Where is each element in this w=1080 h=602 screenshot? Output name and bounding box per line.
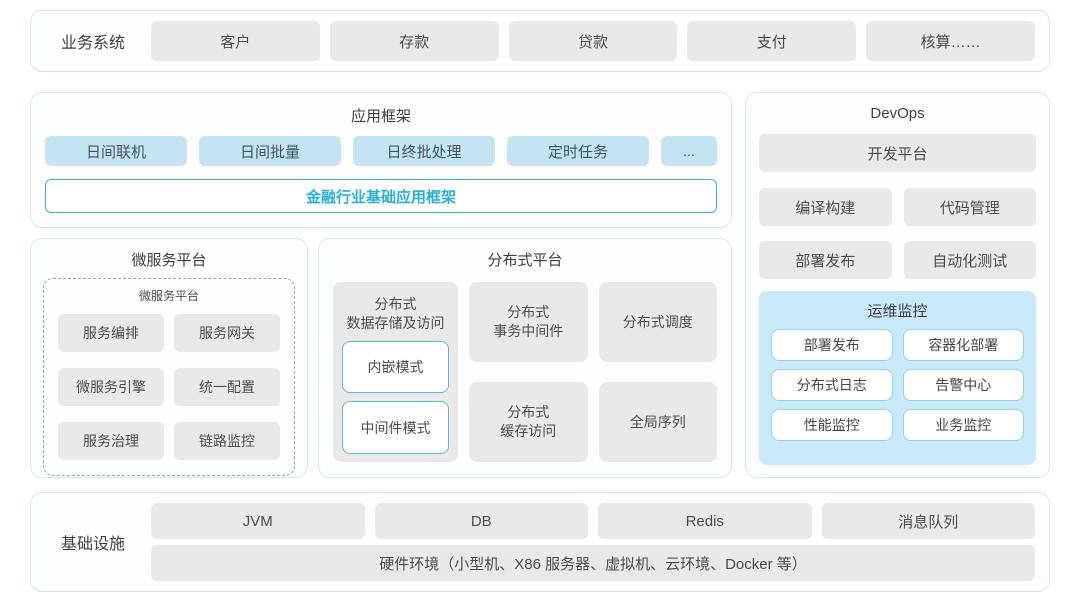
infrastructure-row: JVM DB Redis 消息队列 xyxy=(151,503,1035,539)
middle-region: 应用框架 日间联机 日间批量 日终批处理 定时任务 ... 金融行业基础应用框架… xyxy=(30,92,1050,478)
storage-mode-middleware: 中间件模式 xyxy=(342,401,449,454)
distributed-panel: 分布式平台 分布式 数据存储及访问 内嵌模式 中间件模式 分布式 事务中间件 分… xyxy=(318,238,732,478)
app-item-daytime-batch: 日间批量 xyxy=(199,136,341,166)
app-framework-title: 应用框架 xyxy=(350,108,411,125)
infra-redis: Redis xyxy=(598,503,812,539)
devops-auto-test: 自动化测试 xyxy=(903,241,1036,279)
distributed-scheduling: 分布式调度 xyxy=(598,282,717,362)
business-item-deposit: 存款 xyxy=(329,21,499,61)
middle-left-column: 应用框架 日间联机 日间批量 日终批处理 定时任务 ... 金融行业基础应用框架… xyxy=(30,92,732,478)
infrastructure-band: 基础设施 JVM DB Redis 消息队列 硬件环境（小型机、X86 服务器、… xyxy=(30,492,1050,592)
business-item-customer: 客户 xyxy=(151,21,320,61)
microservice-inner-title: 微服务平台 xyxy=(138,289,199,303)
monitor-distributed-log: 分布式日志 xyxy=(771,369,893,401)
platforms-row: 微服务平台 微服务平台 服务编排 服务网关 微服务引擎 统一配置 服务治理 链路… xyxy=(30,238,732,478)
distributed-col-2: 分布式 事务中间件 分布式 缓存访问 xyxy=(469,282,588,462)
monitor-deploy-release: 部署发布 xyxy=(771,329,893,361)
infrastructure-content: JVM DB Redis 消息队列 硬件环境（小型机、X86 服务器、虚拟机、云… xyxy=(151,503,1035,581)
distributed-transaction-middleware: 分布式 事务中间件 xyxy=(469,282,588,362)
finance-base-framework: 金融行业基础应用框架 xyxy=(45,179,717,213)
app-item-scheduled-task: 定时任务 xyxy=(507,136,649,166)
business-item-loan: 贷款 xyxy=(508,21,678,61)
app-framework-items: 日间联机 日间批量 日终批处理 定时任务 ... xyxy=(45,136,717,166)
micro-item-gateway: 服务网关 xyxy=(174,314,280,352)
devops-dev-platform: 开发平台 xyxy=(759,134,1036,172)
microservice-inner-box: 微服务平台 服务编排 服务网关 微服务引擎 统一配置 服务治理 链路监控 xyxy=(43,278,295,476)
devops-build: 编译构建 xyxy=(759,188,892,226)
infra-message-queue: 消息队列 xyxy=(821,503,1035,539)
app-item-eod-batch: 日终批处理 xyxy=(353,136,495,166)
distributed-title: 分布式平台 xyxy=(487,252,563,269)
monitor-business: 业务监控 xyxy=(902,409,1024,441)
infra-db: DB xyxy=(374,503,588,539)
micro-item-config: 统一配置 xyxy=(174,368,280,406)
devops-title: DevOps xyxy=(870,105,925,122)
microservice-panel: 微服务平台 微服务平台 服务编排 服务网关 微服务引擎 统一配置 服务治理 链路… xyxy=(30,238,308,478)
infrastructure-label: 基础设施 xyxy=(60,536,125,553)
distributed-col-3: 分布式调度 全局序列 xyxy=(598,282,717,462)
business-item-accounting: 核算…… xyxy=(866,21,1035,61)
distributed-cache-access: 分布式 缓存访问 xyxy=(469,382,588,462)
distributed-storage-label: 分布式 数据存储及访问 xyxy=(346,296,445,331)
monitor-alert-center: 告警中心 xyxy=(902,369,1024,401)
ops-monitoring-title: 运维监控 xyxy=(867,303,928,320)
micro-item-orchestration: 服务编排 xyxy=(58,314,164,352)
business-systems-band: 业务系统 客户 存款 贷款 支付 核算…… xyxy=(30,10,1050,72)
ops-monitoring-grid: 部署发布 容器化部署 分布式日志 告警中心 性能监控 业务监控 xyxy=(771,329,1024,441)
devops-code-mgmt: 代码管理 xyxy=(903,188,1036,226)
storage-mode-embedded: 内嵌模式 xyxy=(342,340,449,394)
ops-monitoring-box: 运维监控 部署发布 容器化部署 分布式日志 告警中心 性能监控 业务监控 xyxy=(759,291,1036,465)
devops-deploy-release: 部署发布 xyxy=(759,241,892,279)
infra-hardware-env: 硬件环境（小型机、X86 服务器、虚拟机、云环境、Docker 等） xyxy=(151,545,1035,581)
infra-jvm: JVM xyxy=(151,503,365,539)
business-band-label: 业务系统 xyxy=(60,35,125,52)
micro-item-governance: 服务治理 xyxy=(58,422,164,460)
app-framework-panel: 应用框架 日间联机 日间批量 日终批处理 定时任务 ... 金融行业基础应用框架 xyxy=(30,92,732,228)
monitor-performance: 性能监控 xyxy=(771,409,893,441)
monitor-container-deploy: 容器化部署 xyxy=(902,329,1024,361)
distributed-storage-cell: 分布式 数据存储及访问 内嵌模式 中间件模式 xyxy=(333,282,458,462)
devops-grid: 编译构建 代码管理 部署发布 自动化测试 xyxy=(759,188,1036,279)
micro-item-tracing: 链路监控 xyxy=(174,422,280,460)
microservice-grid: 服务编排 服务网关 微服务引擎 统一配置 服务治理 链路监控 xyxy=(58,314,280,460)
business-item-payment: 支付 xyxy=(687,21,857,61)
microservice-title: 微服务平台 xyxy=(131,252,207,269)
global-sequence: 全局序列 xyxy=(598,382,717,462)
distributed-body: 分布式 数据存储及访问 内嵌模式 中间件模式 分布式 事务中间件 分布式 缓存访… xyxy=(333,282,717,462)
app-item-more: ... xyxy=(661,136,717,166)
micro-item-engine: 微服务引擎 xyxy=(58,368,164,406)
app-item-daytime-online: 日间联机 xyxy=(45,136,187,166)
devops-panel: DevOps 开发平台 编译构建 代码管理 部署发布 自动化测试 运维监控 部署… xyxy=(745,92,1050,478)
